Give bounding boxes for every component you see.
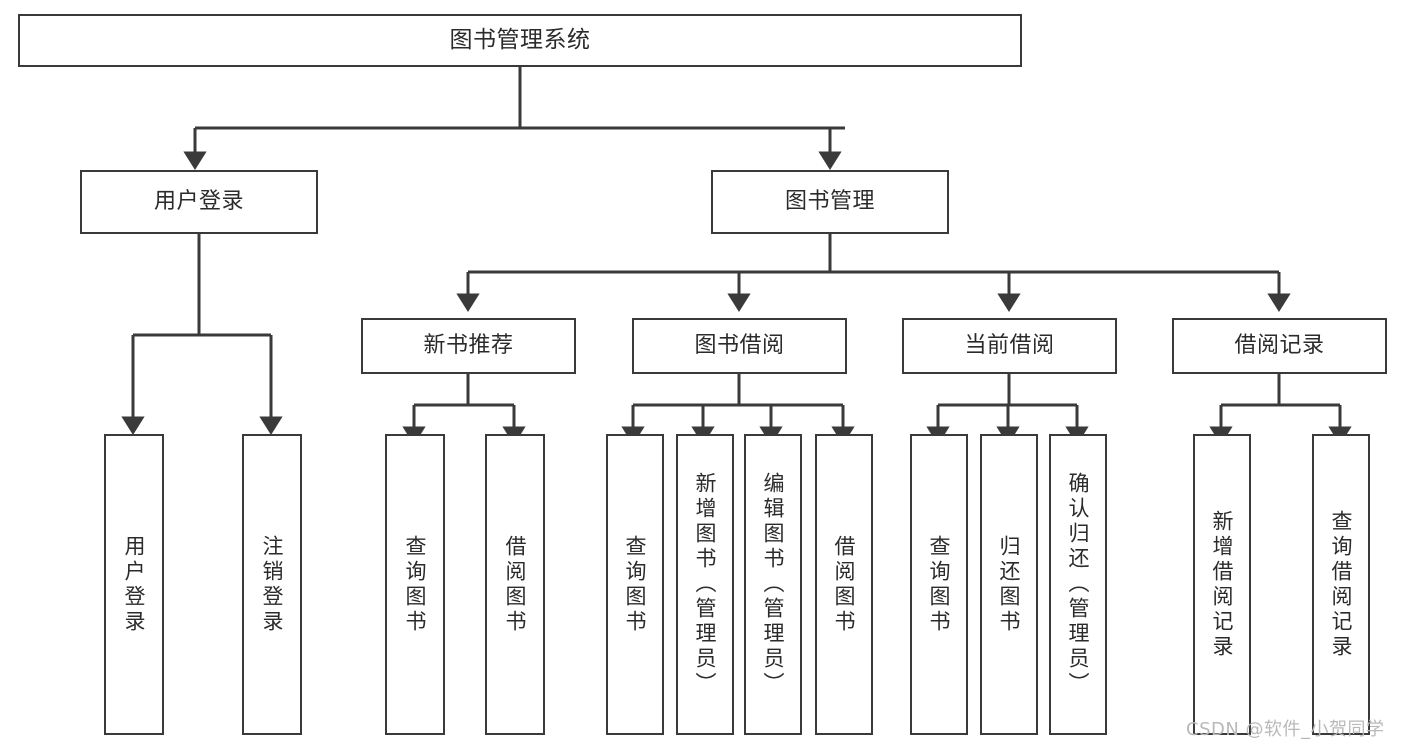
node-root-book-management-system[interactable]: 图书管理系统 [18, 14, 1022, 67]
node-leaf-borrow-book-recommend[interactable]: 借阅图书 [485, 434, 545, 735]
node-label: 借阅图书 [503, 534, 528, 635]
node-book-borrow[interactable]: 图书借阅 [632, 318, 847, 374]
node-label: 查询图书 [403, 534, 428, 635]
node-label: 查询借阅记录 [1329, 509, 1354, 660]
node-leaf-user-login[interactable]: 用户登录 [104, 434, 164, 735]
node-label: 借阅记录 [1234, 332, 1325, 358]
node-label: 查询图书 [927, 534, 952, 635]
node-borrow-record[interactable]: 借阅记录 [1172, 318, 1387, 374]
node-leaf-query-borrow-record[interactable]: 查询借阅记录 [1312, 434, 1370, 735]
node-leaf-add-book-admin[interactable]: 新增图书（管理员） [676, 434, 734, 735]
node-label: 用户登录 [153, 188, 244, 214]
node-label: 借阅图书 [832, 534, 857, 635]
node-label: 注销登录 [260, 534, 285, 635]
node-new-book-recommend[interactable]: 新书推荐 [361, 318, 576, 374]
node-label: 图书借阅 [694, 332, 785, 358]
node-label: 编辑图书（管理员） [761, 472, 786, 697]
node-leaf-query-book-borrow[interactable]: 查询图书 [606, 434, 664, 735]
node-leaf-logout[interactable]: 注销登录 [242, 434, 302, 735]
node-leaf-query-book-recommend[interactable]: 查询图书 [385, 434, 445, 735]
node-leaf-add-borrow-record[interactable]: 新增借阅记录 [1193, 434, 1251, 735]
node-label: 用户登录 [122, 534, 147, 635]
node-label: 归还图书 [997, 534, 1022, 635]
node-label: 确认归还（管理员） [1066, 472, 1091, 697]
node-label: 查询图书 [623, 534, 648, 635]
node-label: 图书管理系统 [449, 26, 591, 53]
node-leaf-borrow-book[interactable]: 借阅图书 [815, 434, 873, 735]
node-label: 新增图书（管理员） [693, 472, 718, 697]
csdn-watermark: CSDN @软件_小贺同学 [1186, 719, 1385, 740]
node-label: 当前借阅 [964, 332, 1055, 358]
node-label: 新书推荐 [423, 332, 514, 358]
node-user-login[interactable]: 用户登录 [80, 170, 318, 234]
node-current-borrow[interactable]: 当前借阅 [902, 318, 1117, 374]
node-label: 图书管理 [784, 188, 875, 214]
node-leaf-query-book-current[interactable]: 查询图书 [910, 434, 968, 735]
node-book-management[interactable]: 图书管理 [711, 170, 949, 234]
node-leaf-edit-book-admin[interactable]: 编辑图书（管理员） [744, 434, 802, 735]
node-label: 新增借阅记录 [1210, 509, 1235, 660]
node-leaf-confirm-return-admin[interactable]: 确认归还（管理员） [1049, 434, 1107, 735]
node-leaf-return-book[interactable]: 归还图书 [980, 434, 1038, 735]
